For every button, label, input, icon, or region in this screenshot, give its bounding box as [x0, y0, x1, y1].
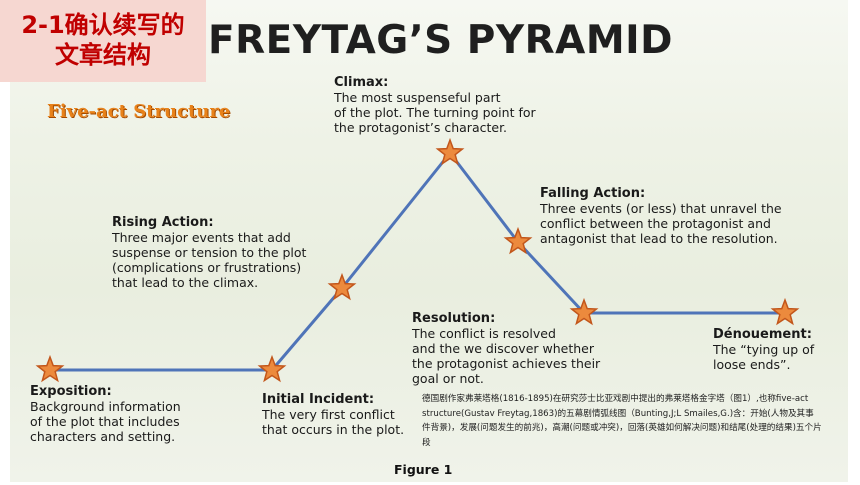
resolution-line: The conflict is resolved: [412, 326, 556, 341]
falling-action-label: Falling Action: Three events (or less) t…: [540, 186, 782, 246]
exposition-label: Exposition: Background information of th…: [30, 384, 181, 444]
badge-line-2: 文章结构: [55, 41, 151, 69]
resolution-line: and the we discover whether: [412, 341, 594, 356]
denouement-label: Dénouement: The “tying up of loose ends”…: [713, 327, 814, 372]
chinese-note: 德国剧作家弗莱塔格(1816-1895)在研究莎士比亚戏剧中提出的弗莱塔格金字塔…: [422, 394, 822, 448]
exposition-line: characters and setting.: [30, 429, 176, 444]
denouement-line: The “tying up of: [713, 342, 815, 357]
initial-incident-star-icon: [257, 354, 287, 383]
climax-line: the protagonist’s character.: [334, 120, 508, 135]
falling-action-star-icon: [503, 226, 533, 255]
climax-line: of the plot. The turning point for: [334, 105, 536, 120]
figure-caption: Figure 1: [394, 462, 453, 477]
subtitle: Five-act Structure: [47, 101, 231, 122]
rising-action-heading: Rising Action:: [112, 215, 214, 230]
falling-action-line: conflict between the protagonist and: [540, 216, 771, 231]
resolution-star-icon: [569, 297, 599, 326]
rising-action-line: that lead to the climax.: [112, 275, 259, 290]
climax-star-icon: [435, 137, 465, 166]
denouement-line: loose ends”.: [713, 357, 791, 372]
rising-action-line: Three major events that add: [112, 230, 291, 245]
exposition-star-icon: [35, 354, 65, 383]
rising-action-star-icon: [327, 272, 357, 301]
denouement-star-icon: [770, 297, 800, 326]
badge-line-1: 2-1确认续写的: [21, 11, 185, 39]
rising-action-line: (complications or frustrations): [112, 260, 302, 275]
resolution-line: goal or not.: [412, 371, 484, 386]
rising-action-line: suspense or tension to the plot: [112, 245, 307, 260]
falling-action-heading: Falling Action:: [540, 186, 646, 201]
resolution-label: Resolution: The conflict is resolved and…: [412, 311, 600, 386]
falling-action-line: Three events (or less) that unravel the: [540, 201, 782, 216]
exposition-line: of the plot that includes: [30, 414, 180, 429]
exposition-line: Background information: [30, 399, 181, 414]
exposition-heading: Exposition:: [30, 384, 112, 399]
rising-action-label: Rising Action: Three major events that a…: [112, 215, 306, 290]
initial-incident-label: Initial Incident: The very first conflic…: [262, 392, 404, 437]
initial-incident-line: that occurs in the plot.: [262, 422, 405, 437]
climax-label: Climax: The most suspenseful part of the…: [334, 75, 536, 135]
resolution-heading: Resolution:: [412, 311, 496, 326]
initial-incident-heading: Initial Incident:: [262, 392, 375, 407]
page-title: FREYTAG’S PYRAMID: [208, 18, 674, 63]
denouement-heading: Dénouement:: [713, 327, 812, 342]
initial-incident-line: The very first conflict: [262, 407, 395, 422]
falling-action-line: antagonist that lead to the resolution.: [540, 231, 778, 246]
climax-line: The most suspenseful part: [334, 90, 501, 105]
climax-heading: Climax:: [334, 75, 389, 90]
resolution-line: the protagonist achieves their: [412, 356, 601, 371]
chapter-badge: 2-1确认续写的 文章结构: [0, 0, 206, 82]
